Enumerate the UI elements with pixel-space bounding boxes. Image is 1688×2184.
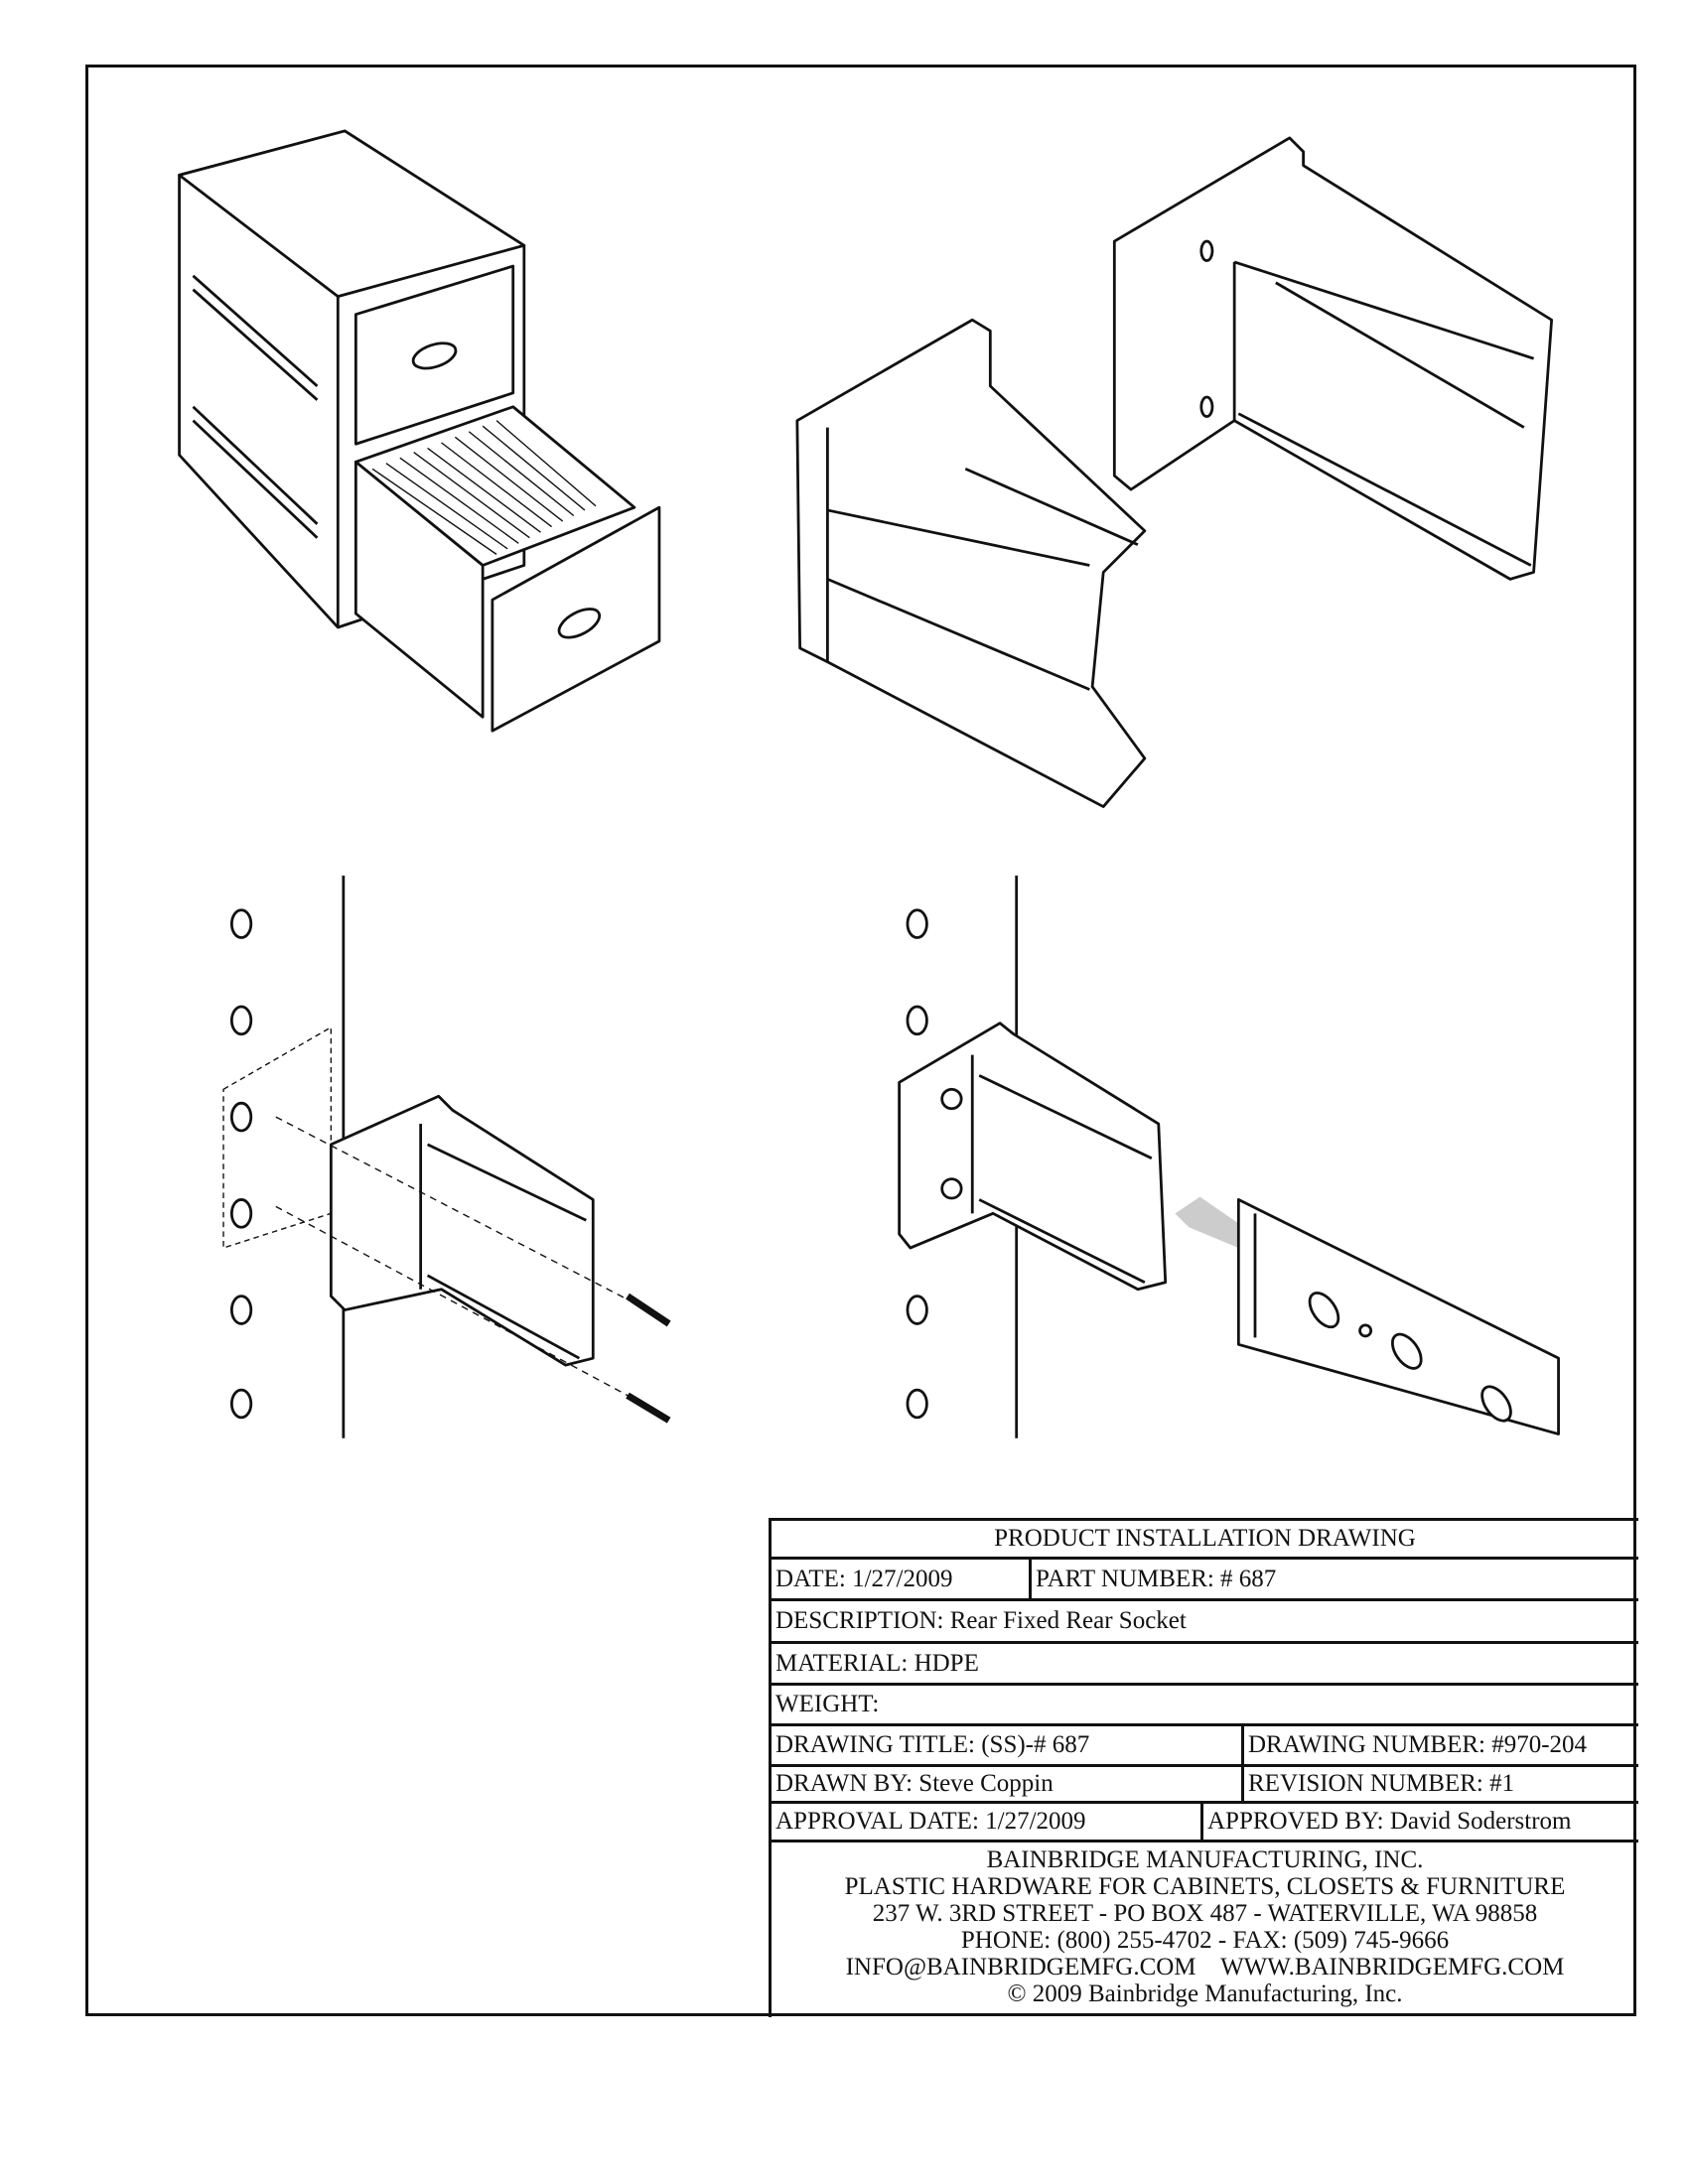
install-step-slide-illustration bbox=[898, 876, 1560, 1438]
rear-socket-part-front bbox=[795, 318, 1147, 808]
material-field: MATERIAL: HDPE bbox=[775, 1649, 979, 1677]
approved-by-field: APPROVED BY: David Soderstrom bbox=[1200, 1804, 1638, 1840]
weight-field: WEIGHT: bbox=[775, 1691, 880, 1717]
approval-date-field: APPROVAL DATE: 1/27/2009 bbox=[775, 1808, 1086, 1835]
install-step-screw-illustration bbox=[222, 876, 671, 1438]
drawing-border bbox=[85, 65, 1636, 2016]
date-field: DATE: 1/27/2009 bbox=[775, 1565, 953, 1592]
file-cabinet-illustration bbox=[178, 129, 661, 733]
company-tagline: PLASTIC HARDWARE FOR CABINETS, CLOSETS &… bbox=[844, 1873, 1566, 1900]
drawn-by-field: DRAWN BY: Steve Coppin bbox=[775, 1770, 1054, 1797]
title-block-header: PRODUCT INSTALLATION DRAWING bbox=[994, 1525, 1416, 1552]
company-name: BAINBRIDGE MANUFACTURING, INC. bbox=[986, 1846, 1424, 1873]
description-field: DESCRIPTION: Rear Fixed Rear Socket bbox=[775, 1607, 1187, 1634]
drawing-title-field: DRAWING TITLE: (SS)-# 687 bbox=[775, 1731, 1090, 1758]
part-number-field: PART NUMBER: # 687 bbox=[1029, 1560, 1638, 1598]
drawing-number-field: DRAWING NUMBER: #970-204 bbox=[1241, 1726, 1638, 1764]
company-copyright: © 2009 Bainbridge Manufacturing, Inc. bbox=[1007, 1980, 1403, 2007]
company-info: BAINBRIDGE MANUFACTURING, INC. PLASTIC H… bbox=[772, 1843, 1638, 2007]
revision-number-field: REVISION NUMBER: #1 bbox=[1241, 1767, 1638, 1801]
title-block: PRODUCT INSTALLATION DRAWING DATE: 1/27/… bbox=[769, 1518, 1638, 2017]
company-email-web: INFO@BAINBRIDGEMFG.COM WWW.BAINBRIDGEMFG… bbox=[845, 1954, 1565, 1980]
company-address: 237 W. 3RD STREET - PO BOX 487 - WATERVI… bbox=[872, 1900, 1538, 1927]
company-phone-fax: PHONE: (800) 255-4702 - FAX: (509) 745-9… bbox=[960, 1927, 1450, 1954]
rear-socket-part-back bbox=[1112, 136, 1554, 581]
arrow-icon bbox=[1175, 1196, 1249, 1249]
